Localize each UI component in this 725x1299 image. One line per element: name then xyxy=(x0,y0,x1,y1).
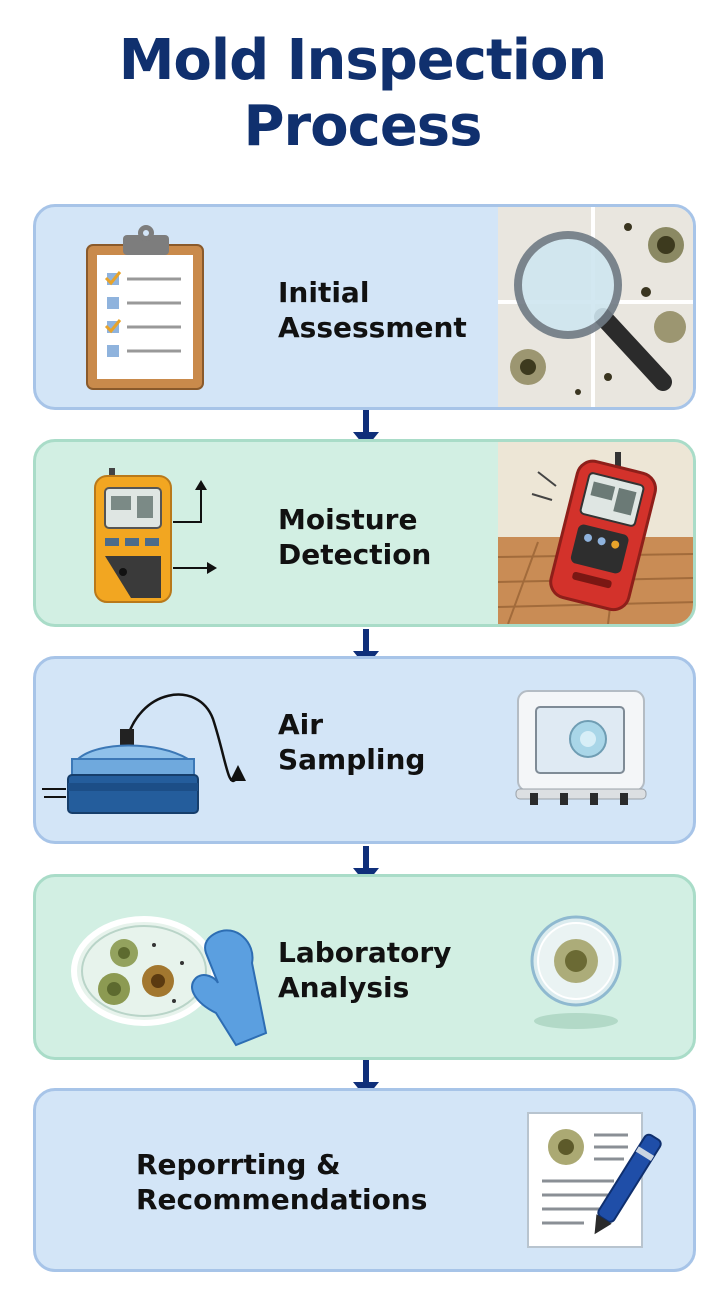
petri-dish-glove-icon xyxy=(71,916,268,1047)
step-reporting-recommendations: Reporrting & Recommendations xyxy=(33,1088,696,1272)
step-label: Laboratory Analysis xyxy=(278,936,452,1004)
step-moisture-detection: Moisture Detection xyxy=(33,439,696,627)
step-label: Air Sampling xyxy=(278,708,426,776)
culture-dish-icon xyxy=(530,915,622,1029)
sampling-cassette-icon xyxy=(515,690,647,805)
step-air-sampling: Air Sampling xyxy=(33,656,696,844)
title-line-1: Mold Inspection xyxy=(118,28,608,93)
report-pen-icon xyxy=(527,1112,662,1248)
step-label: Moisture Detection xyxy=(278,503,432,571)
page-title: Mold Inspection Process xyxy=(0,28,725,160)
red-moisture-meter-icon xyxy=(498,442,693,624)
step-initial-assessment: Initial Assessment xyxy=(33,204,696,410)
air-pump-icon xyxy=(42,693,246,814)
moisture-meter-icon xyxy=(94,468,217,603)
step-label: Initial Assessment xyxy=(278,276,467,344)
title-line-2: Process xyxy=(243,94,483,159)
clipboard-checklist-icon xyxy=(86,225,204,390)
step-laboratory-analysis: Laboratory Analysis xyxy=(33,874,696,1060)
magnifying-glass-mold-icon xyxy=(498,207,693,407)
step-label: Reporrting & Recommendations xyxy=(136,1148,428,1216)
